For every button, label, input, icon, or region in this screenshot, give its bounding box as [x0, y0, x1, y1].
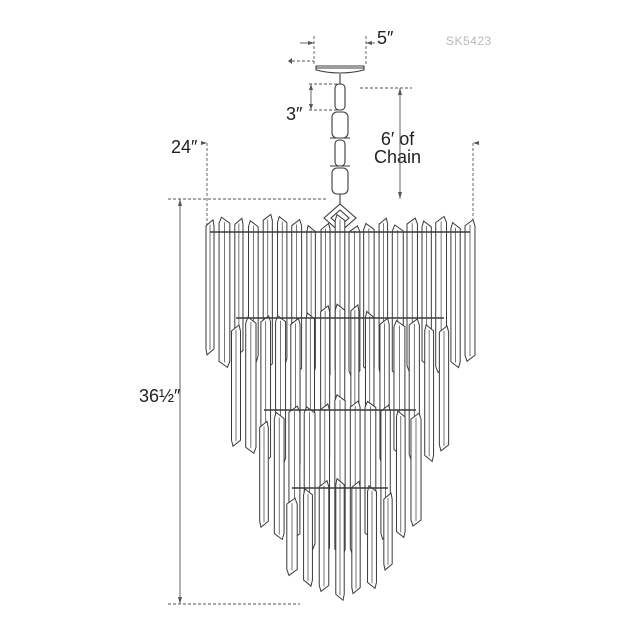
- sku-label: SK5423: [446, 34, 492, 48]
- width-dimension-label: 24″: [171, 137, 198, 157]
- chain-length-label: 6′ of Chain: [374, 130, 421, 166]
- chain-length-value: 6′ of: [380, 129, 415, 149]
- dimension-lines: [168, 36, 479, 605]
- height-dimension-label: 36½″: [139, 386, 181, 406]
- crystal-tiers: [205, 213, 476, 602]
- canopy-and-chain: [315, 65, 365, 233]
- chain-word: Chain: [374, 147, 422, 167]
- link-dimension-label: 3″: [286, 104, 303, 124]
- canopy-dimension-label: 5″: [377, 28, 394, 48]
